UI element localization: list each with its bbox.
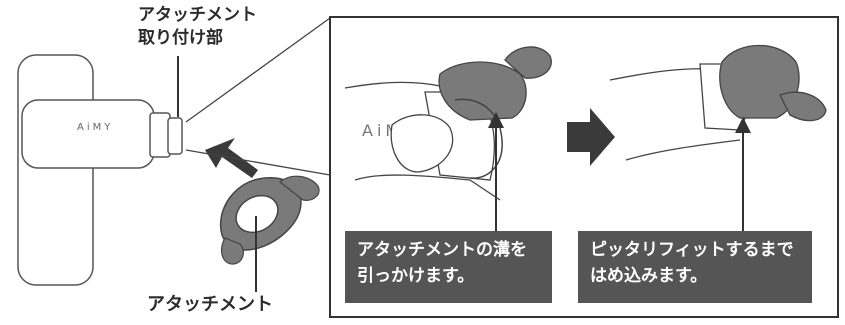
- step1-caption: アタッチメントの溝を 引っかけます。: [345, 231, 552, 303]
- massage-gun-neck: [149, 112, 171, 158]
- attachment-label: アタッチメント: [147, 294, 273, 315]
- step2-caption: ピッタリフィットするまで はめ込みます。: [578, 231, 812, 303]
- zoom-line-top: [185, 17, 331, 123]
- attachment-mount-label-line2: 取り付け部: [138, 28, 223, 48]
- massage-gun-handle: [17, 54, 94, 286]
- attachment-part: [219, 175, 320, 265]
- step2-caption-line2: はめ込みます。: [590, 266, 708, 286]
- step2-illustration: [609, 44, 827, 232]
- step1-caption-line1: アタッチメントの溝を: [357, 240, 527, 260]
- step-arrow: [567, 108, 615, 166]
- attachment-mount-label: アタッチメント 取り付け部: [138, 4, 257, 50]
- attachment-mount-label-line1: アタッチメント: [138, 5, 257, 25]
- attachment-mount: [167, 117, 183, 155]
- device-brand-text: AiMY: [77, 122, 114, 133]
- step1-illustration: AiMY: [344, 46, 552, 232]
- massage-gun: [17, 54, 183, 286]
- step1-caption-line2: 引っかけます。: [357, 266, 475, 286]
- step2-caption-line1: ピッタリフィットするまで: [590, 240, 794, 260]
- zoom-line-bottom: [185, 149, 331, 176]
- massage-gun-head: [21, 99, 155, 169]
